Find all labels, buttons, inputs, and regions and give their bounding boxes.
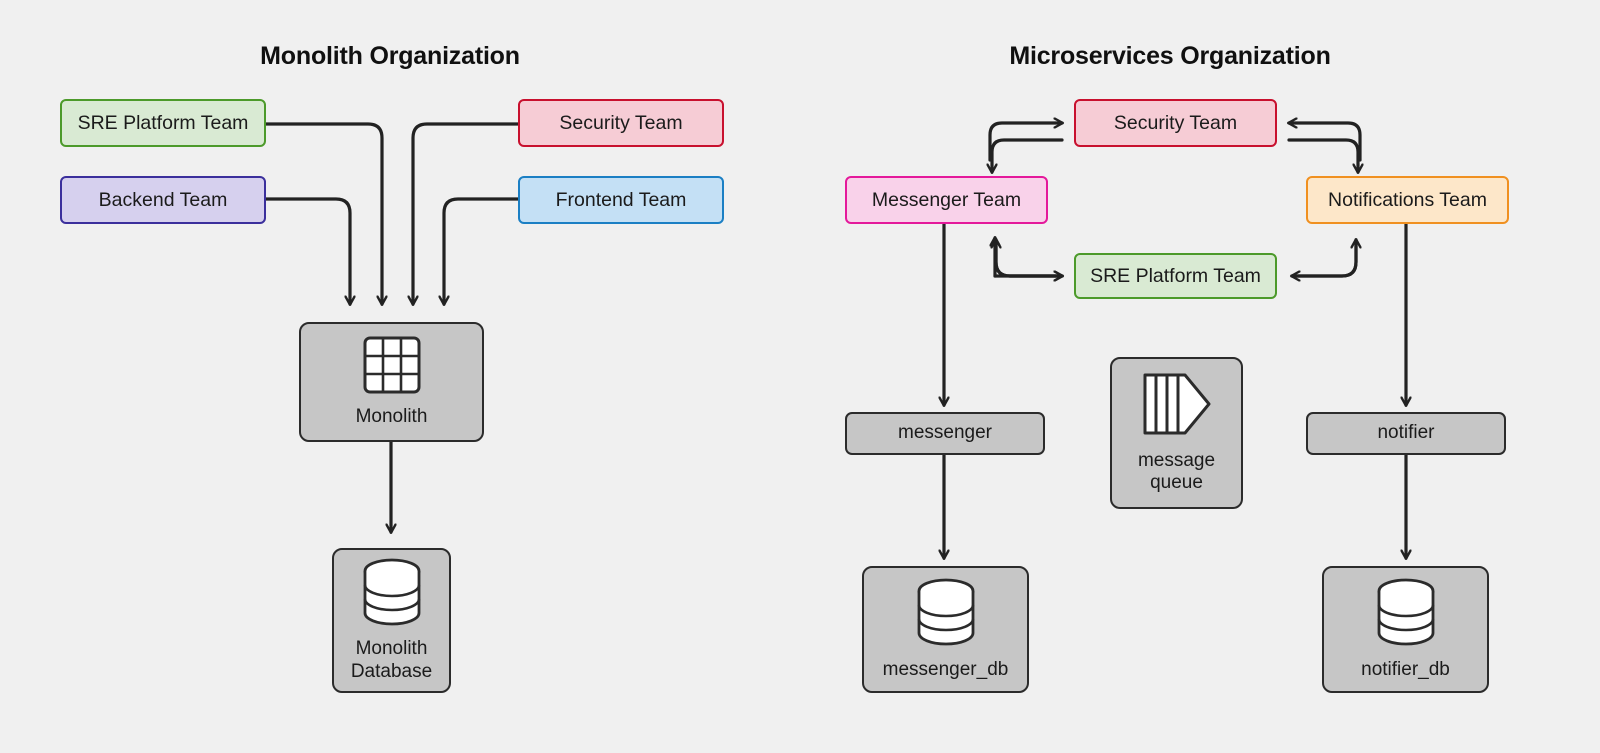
node-notifier-db[interactable]: notifier_db: [1322, 566, 1489, 693]
team-label: SRE Platform Team: [1090, 264, 1261, 287]
node-label: messenger: [898, 422, 992, 444]
team-box-security-monolith[interactable]: Security Team: [518, 99, 724, 147]
edge-security-to-messenger: [992, 138, 1064, 172]
edge-frontend-to-monolith: [444, 197, 520, 304]
team-box-notifications[interactable]: Notifications Team: [1306, 176, 1509, 224]
team-label: Backend Team: [98, 188, 228, 211]
database-icon: [1376, 578, 1436, 652]
team-box-sre-platform-monolith[interactable]: SRE Platform Team: [60, 99, 266, 147]
grid-icon: [363, 336, 421, 400]
microservices-panel-title: Microservices Organization: [1009, 42, 1331, 70]
queue-icon: [1141, 371, 1213, 443]
node-label: messenger_db: [882, 658, 1009, 680]
database-icon: [362, 558, 422, 632]
team-box-frontend[interactable]: Frontend Team: [518, 176, 724, 224]
team-label: Security Team: [1113, 111, 1238, 134]
team-label: SRE Platform Team: [77, 111, 249, 134]
node-label: Monolith: [355, 406, 428, 427]
monolith-panel-title: Monolith Organization: [260, 42, 520, 70]
node-monolith[interactable]: Monolith: [299, 322, 484, 442]
edge-backend-to-monolith: [264, 197, 350, 304]
edge-sre-to-notifications-elbow: [1290, 240, 1356, 278]
node-message-queue[interactable]: message queue: [1110, 357, 1243, 509]
node-label-line1: Monolith: [355, 638, 428, 660]
edge-notifications-to-sre-elbow: [1292, 238, 1358, 276]
node-label-line2: queue: [1150, 472, 1203, 494]
node-label-line1: message: [1137, 449, 1216, 471]
edge-messenger-to-sre-elbow: [994, 238, 1062, 276]
node-label: notifier_db: [1361, 658, 1450, 680]
node-messenger-service[interactable]: messenger: [845, 412, 1045, 455]
team-label: Frontend Team: [555, 188, 687, 211]
team-label: Security Team: [559, 111, 683, 134]
edge-sre-to-messenger-elbow: [996, 240, 1064, 278]
team-label: Notifications Team: [1328, 188, 1487, 211]
node-label: notifier: [1377, 422, 1435, 444]
edge-security-to-notifications: [1287, 138, 1358, 172]
team-box-security-microservices[interactable]: Security Team: [1074, 99, 1277, 147]
database-icon: [916, 578, 976, 652]
edge-messenger-to-security: [988, 123, 1062, 162]
team-label: Messenger Team: [871, 188, 1022, 211]
edge-sre-to-monolith: [264, 122, 382, 304]
edge-security-to-monolith: [413, 122, 520, 304]
edge-notifications-to-security: [1289, 123, 1362, 162]
node-label-line2: Database: [350, 660, 433, 682]
node-monolith-database[interactable]: Monolith Database: [332, 548, 451, 693]
node-notifier-service[interactable]: notifier: [1306, 412, 1506, 455]
team-box-messenger[interactable]: Messenger Team: [845, 176, 1048, 224]
node-messenger-db[interactable]: messenger_db: [862, 566, 1029, 693]
team-box-sre-platform-microservices[interactable]: SRE Platform Team: [1074, 253, 1277, 299]
team-box-backend[interactable]: Backend Team: [60, 176, 266, 224]
